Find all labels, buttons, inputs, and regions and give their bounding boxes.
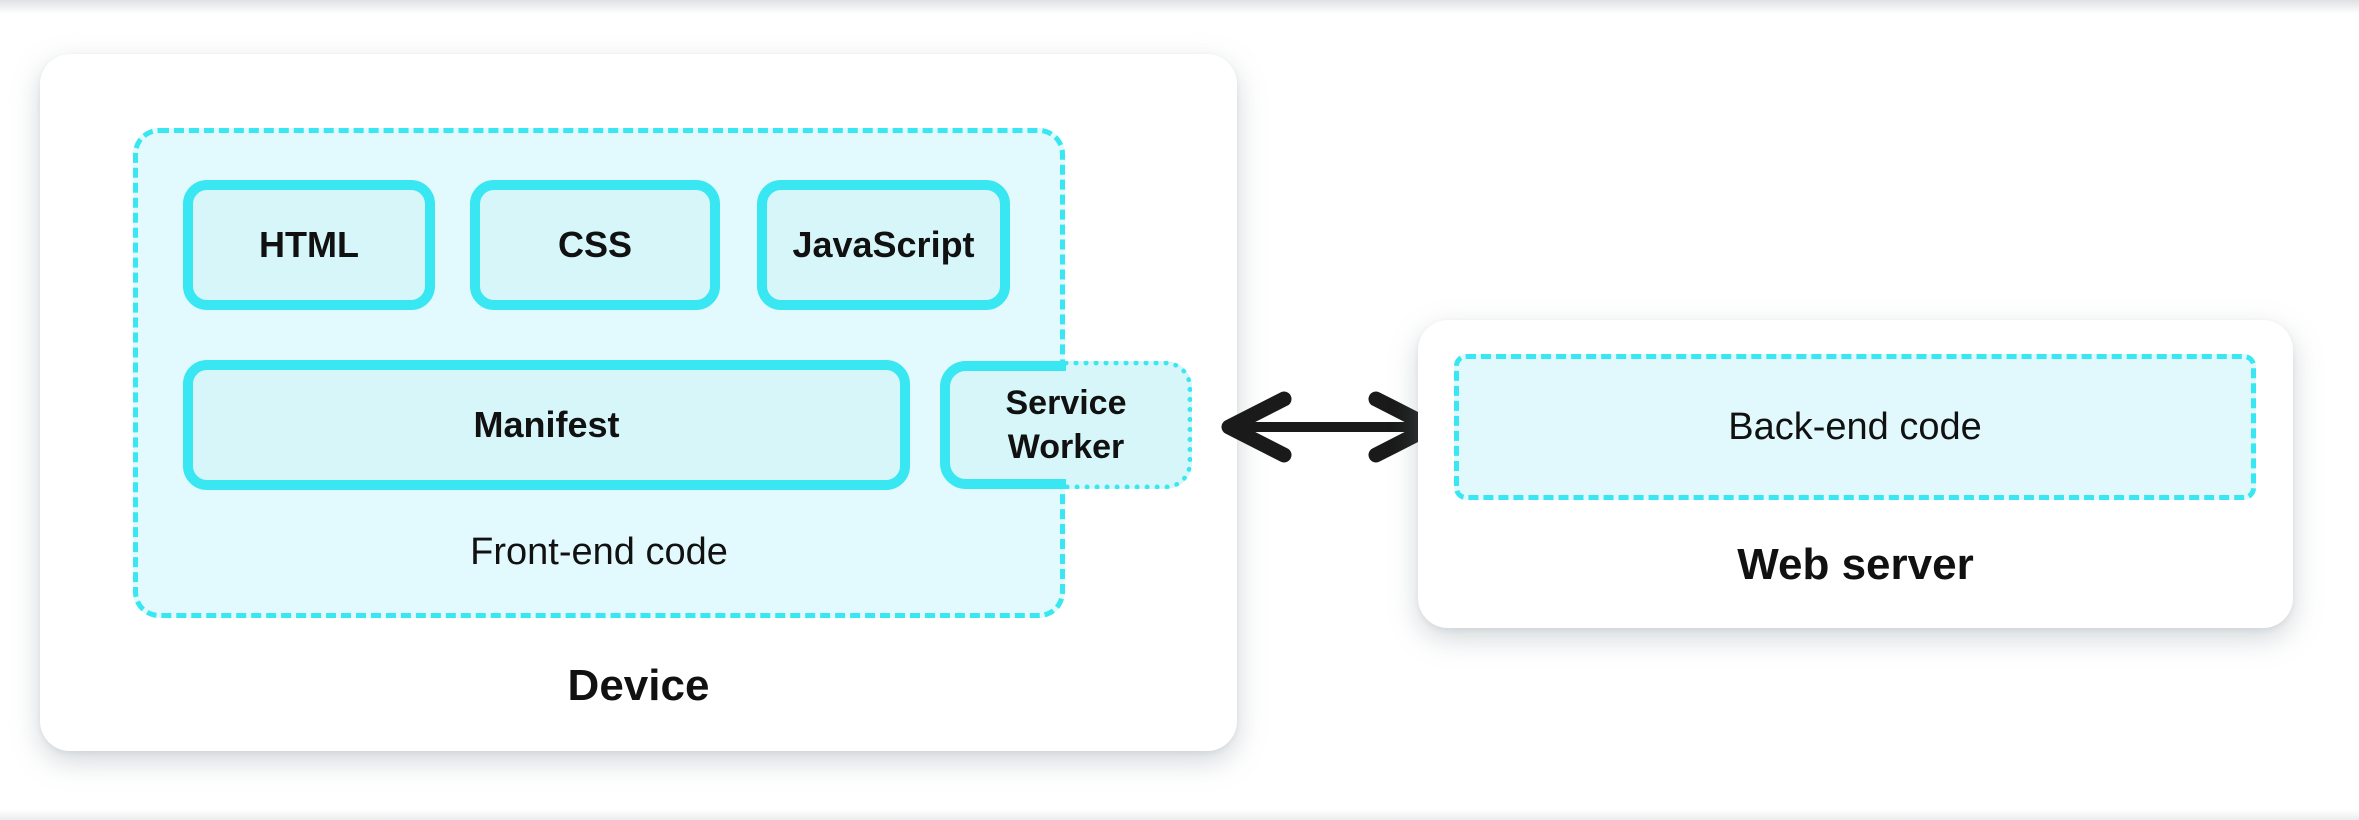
back-end-box: Back-end code: [1454, 354, 2256, 500]
web-server-label: Web server: [1737, 540, 1974, 589]
device-label: Device: [567, 661, 710, 710]
javascript-box-label: JavaScript: [792, 224, 975, 265]
bottom-edge-shadow: [0, 810, 2359, 820]
html-box: HTML: [183, 180, 435, 310]
javascript-box: JavaScript: [757, 180, 1010, 310]
html-box-label: HTML: [259, 224, 359, 265]
css-box-label: CSS: [557, 224, 633, 265]
bidirectional-arrow-icon: [1210, 379, 1450, 475]
top-edge-shadow: [0, 0, 2359, 14]
manifest-box-label: Manifest: [473, 404, 620, 445]
front-end-label: Front-end code: [470, 531, 728, 573]
back-end-label: Back-end code: [1728, 405, 1982, 448]
service-worker-solid-border: [940, 361, 1066, 489]
service-worker-label: Service Worker: [1005, 383, 1127, 466]
manifest-box: Manifest: [183, 360, 910, 490]
service-worker-box: Service Worker: [940, 361, 1192, 489]
css-box: CSS: [470, 180, 720, 310]
